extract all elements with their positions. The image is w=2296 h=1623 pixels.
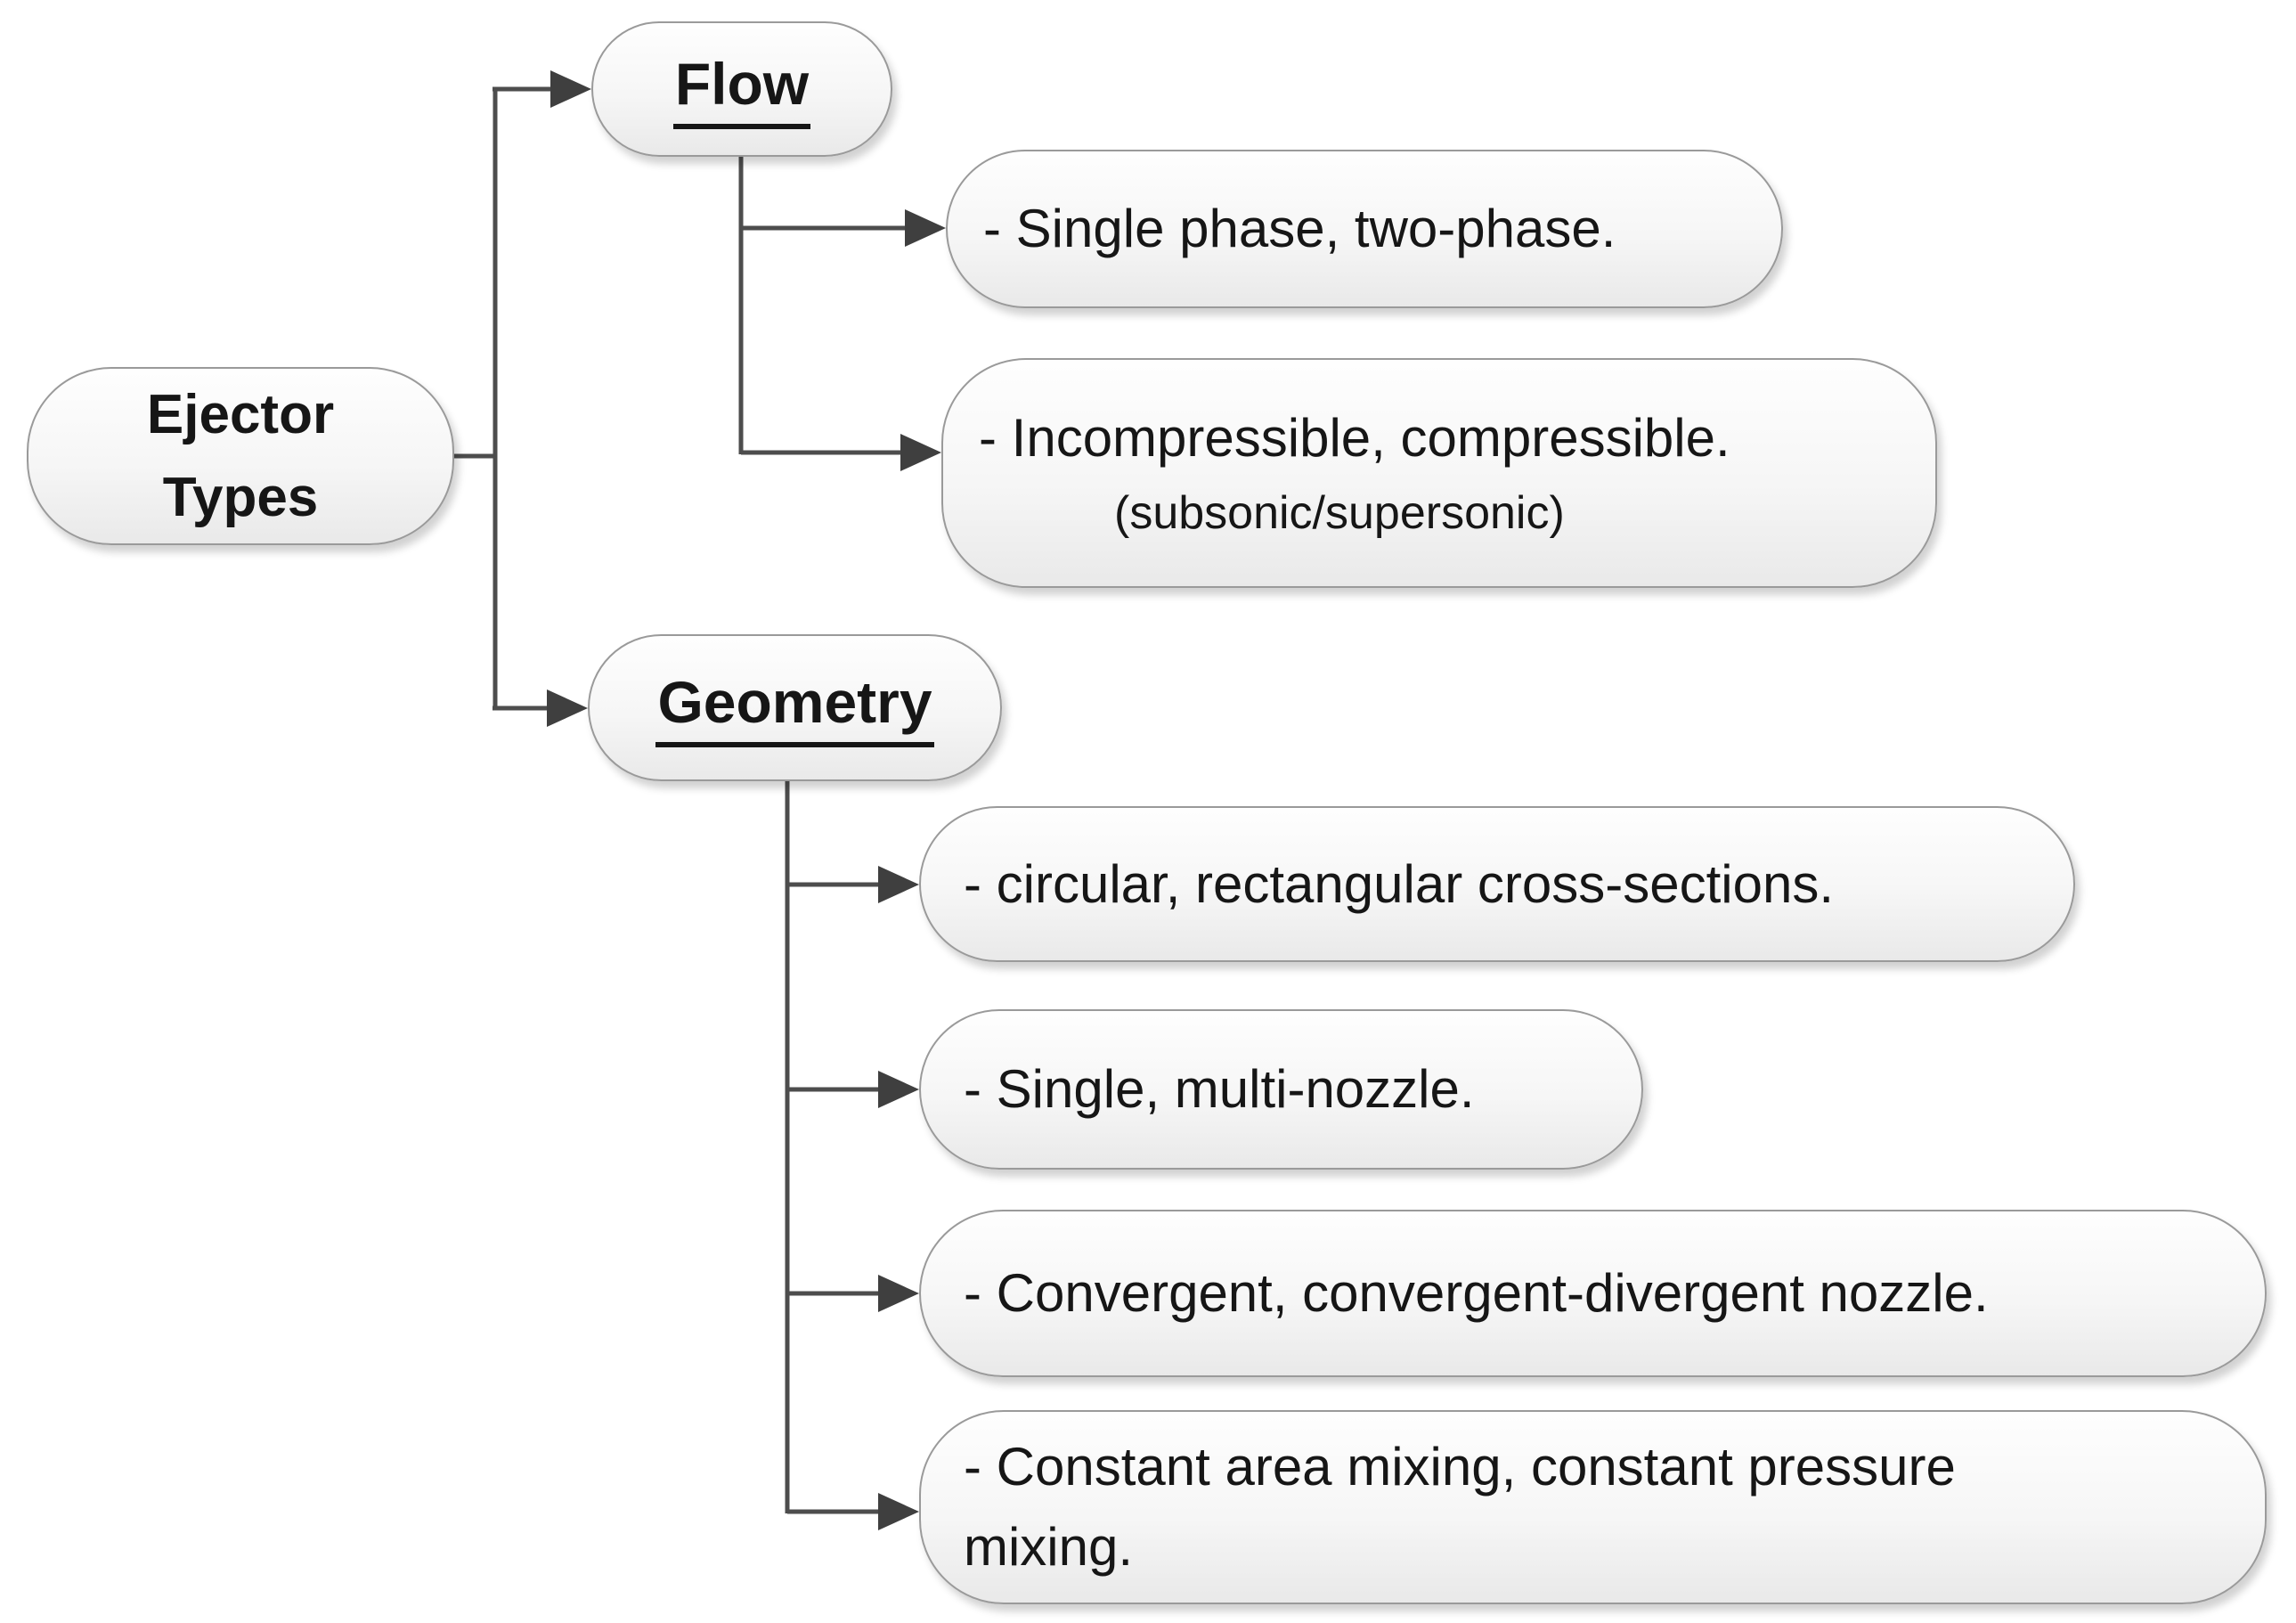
- arrowhead-g1: [878, 866, 919, 903]
- node-flow-label: Flow: [672, 50, 811, 129]
- node-geometry-item-cross-sections: - circular, rectangular cross-sections.: [919, 806, 2075, 962]
- node-geometry-item-cross-sections-label: - circular, rectangular cross-sections.: [964, 853, 1834, 914]
- node-geometry-item-nozzle-count-label: - Single, multi-nozzle.: [964, 1059, 1475, 1119]
- node-geometry-item-nozzle-count: - Single, multi-nozzle.: [919, 1009, 1643, 1170]
- arrowhead-geometry: [547, 689, 588, 727]
- node-geometry-label: Geometry: [655, 668, 934, 747]
- node-geometry: Geometry: [588, 634, 1002, 781]
- node-geometry-item-nozzle-shape-label: - Convergent, convergent-divergent nozzl…: [964, 1263, 1989, 1323]
- node-ejector-types-line2: Types: [162, 467, 319, 528]
- arrowhead-flow: [550, 70, 591, 108]
- node-flow-item-single-phase: - Single phase, two-phase.: [946, 150, 1783, 308]
- arrowhead-g3: [878, 1275, 919, 1312]
- node-ejector-types-line1: Ejector: [146, 384, 335, 445]
- node-flow-item-compressibility-line2: (subsonic/supersonic): [1114, 487, 1565, 539]
- node-geometry-item-mixing-line2: mixing.: [964, 1517, 1134, 1577]
- arrowhead-g4: [878, 1493, 919, 1530]
- node-flow: Flow: [591, 21, 892, 157]
- node-flow-item-compressibility-line1: - Incompressible, compressible.: [979, 408, 1730, 468]
- node-geometry-item-mixing-line1: - Constant area mixing, constant pressur…: [964, 1437, 1956, 1497]
- arrowhead-f1: [905, 209, 946, 247]
- node-flow-item-single-phase-label: - Single phase, two-phase.: [983, 199, 1616, 258]
- node-geometry-item-mixing: - Constant area mixing, constant pressur…: [919, 1410, 2267, 1604]
- arrowhead-g2: [878, 1071, 919, 1108]
- node-geometry-item-nozzle-shape: - Convergent, convergent-divergent nozzl…: [919, 1210, 2267, 1377]
- node-ejector-types: Ejector Types: [27, 367, 454, 545]
- arrowhead-f2: [900, 434, 941, 471]
- node-flow-item-compressibility: - Incompressible, compressible. (subsoni…: [941, 358, 1937, 588]
